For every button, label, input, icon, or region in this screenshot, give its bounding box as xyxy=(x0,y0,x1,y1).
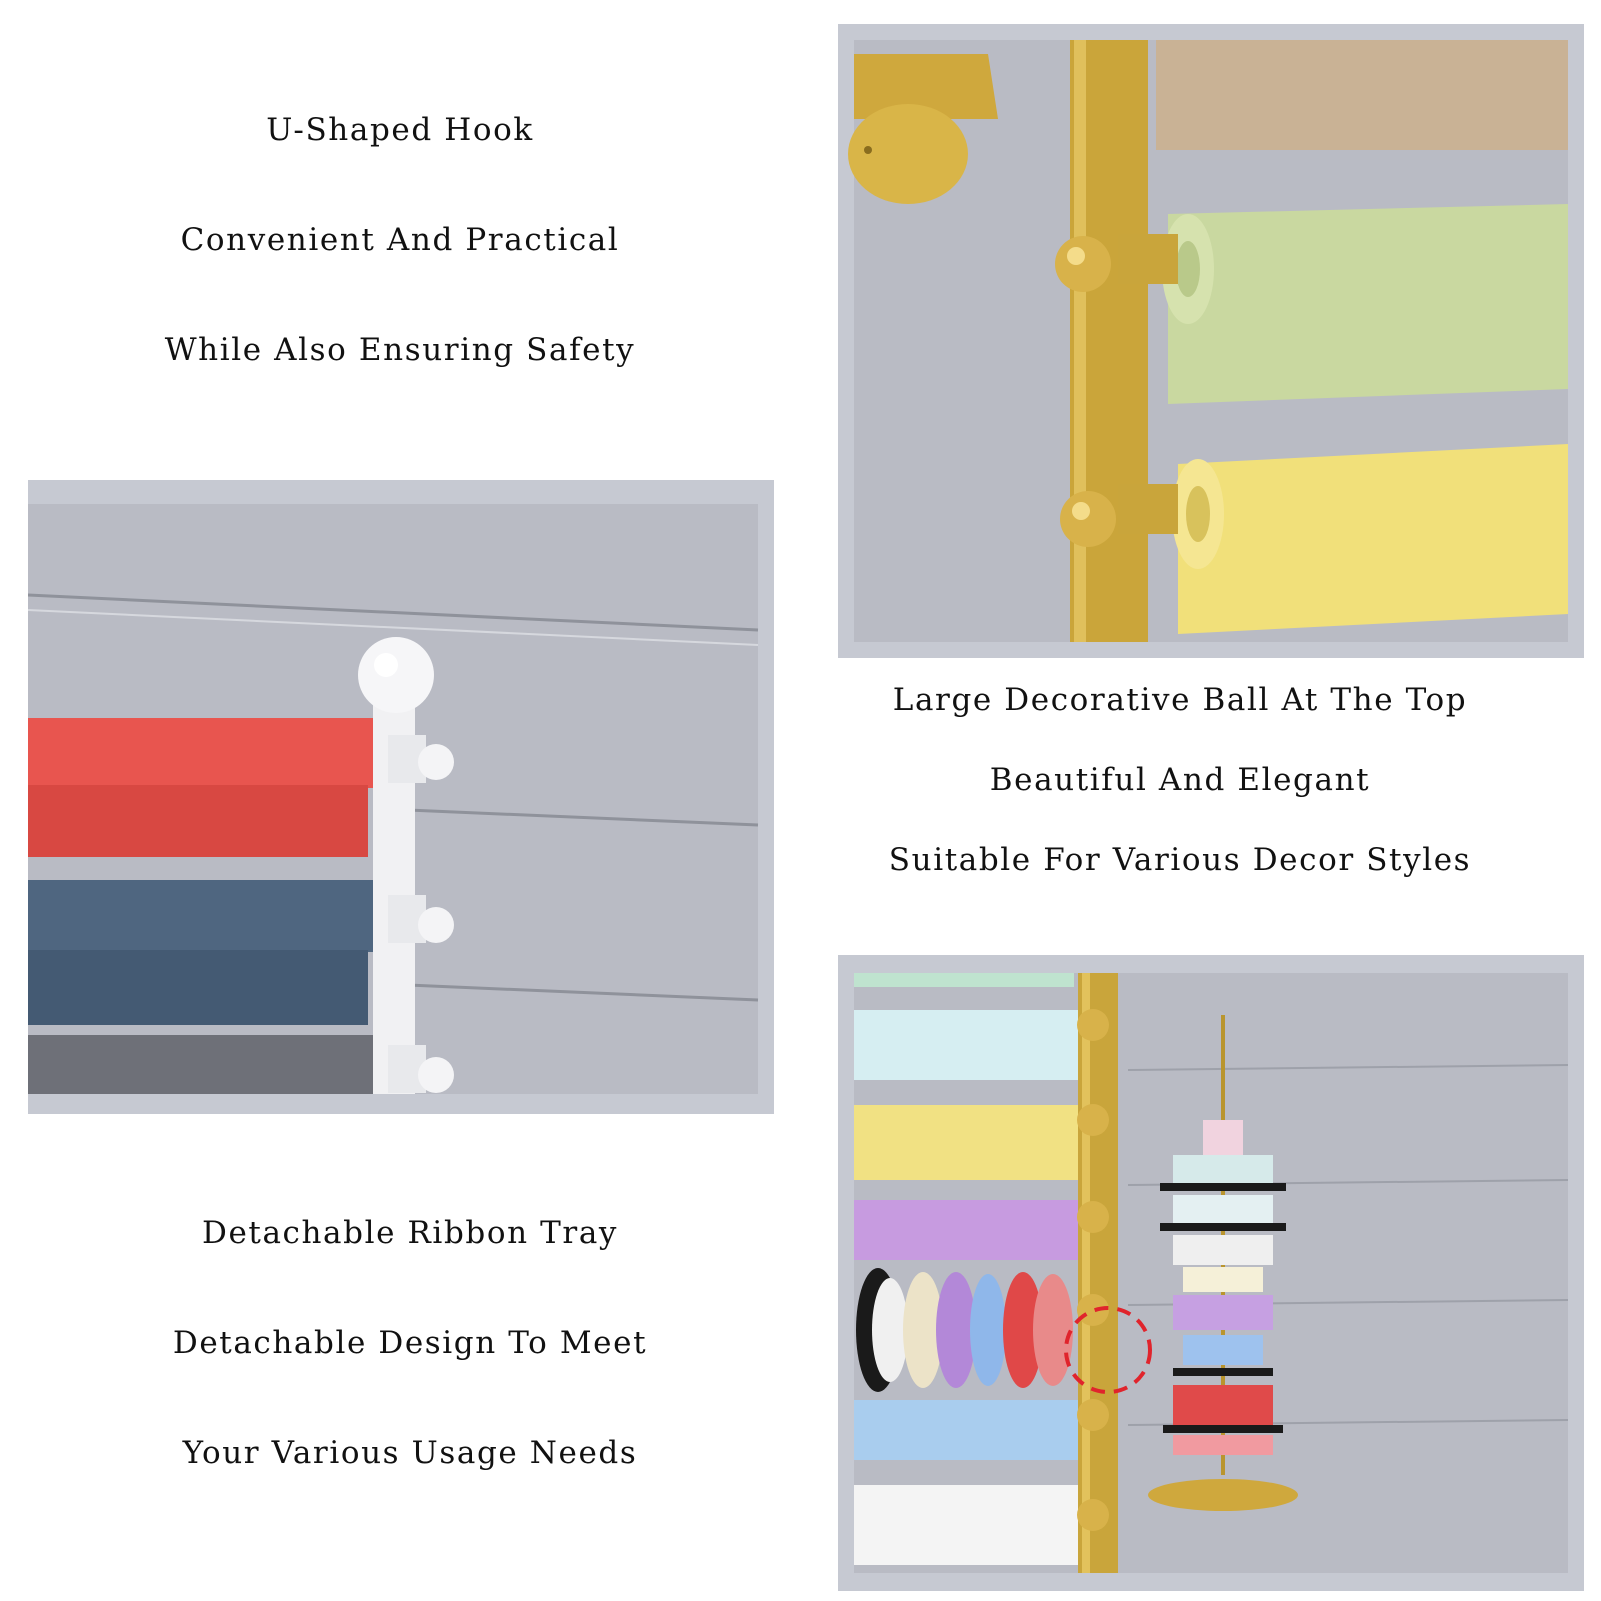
ribbon-tray-illustration xyxy=(854,973,1569,1573)
ball-title: Large Decorative Ball At The Top xyxy=(892,682,1468,718)
hook-line-2: Convenient And Practical xyxy=(180,222,620,258)
tray-line-2: Detachable Design To Meet xyxy=(172,1325,648,1361)
hook-title: U-Shaped Hook xyxy=(266,112,534,148)
gold-rack-photo xyxy=(838,24,1584,658)
ribbon-tray-photo xyxy=(838,955,1584,1591)
gold-rack-illustration xyxy=(848,40,1568,642)
ball-line-2: Beautiful And Elegant xyxy=(989,762,1371,798)
tray-line-3: Your Various Usage Needs xyxy=(182,1435,638,1471)
white-rack-photo xyxy=(28,480,774,1114)
white-rack-illustration xyxy=(28,504,759,1094)
hook-line-3: While Also Ensuring Safety xyxy=(164,332,636,368)
ball-line-3: Suitable For Various Decor Styles xyxy=(888,842,1472,878)
tray-title: Detachable Ribbon Tray xyxy=(201,1215,619,1251)
